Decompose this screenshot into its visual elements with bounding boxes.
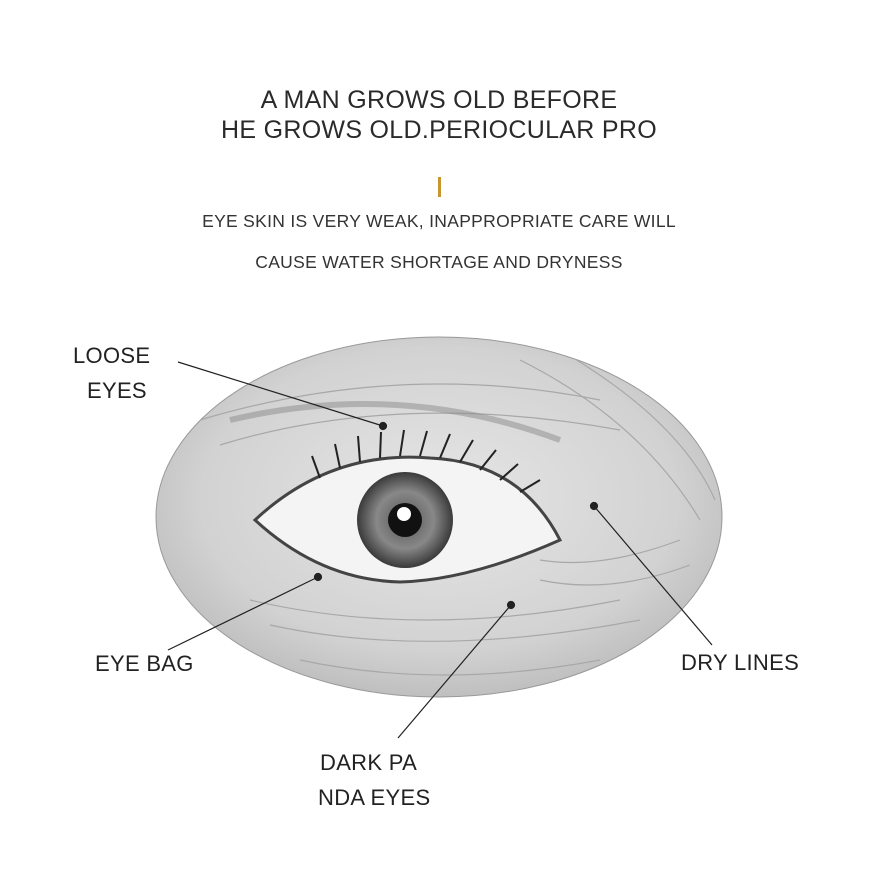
leader-line-dry-lines	[593, 505, 713, 646]
leader-line-loose-eyes	[177, 361, 384, 427]
marker-dot-loose-eyes	[378, 421, 388, 431]
headline-line-1: A MAN GROWS OLD BEFORE	[260, 86, 618, 114]
marker-dot-dark-panda	[506, 600, 516, 610]
subtext-line-1: EYE SKIN IS VERY WEAK, INAPPROPRIATE CAR…	[202, 211, 676, 231]
subtext-line-2: CAUSE WATER SHORTAGE AND DRYNESS	[255, 252, 623, 272]
label-nda-eyes: NDA EYES	[318, 785, 431, 810]
label-dry-lines: DRY LINES	[681, 650, 800, 675]
label-loose: LOOSE	[73, 343, 151, 368]
label-eyes: EYES	[87, 378, 147, 403]
marker-dot-eye-bag	[313, 572, 323, 582]
marker-dot-dry-lines	[589, 501, 599, 511]
accent-divider	[438, 177, 441, 197]
leader-line-eye-bag	[167, 576, 319, 651]
eye-photo	[155, 336, 723, 698]
label-dark-pa: DARK PA	[320, 750, 418, 775]
leader-line-dark-panda	[397, 604, 512, 739]
headline-line-2: HE GROWS OLD.PERIOCULAR PRO	[221, 116, 657, 144]
label-eye-bag: EYE BAG	[95, 651, 194, 676]
